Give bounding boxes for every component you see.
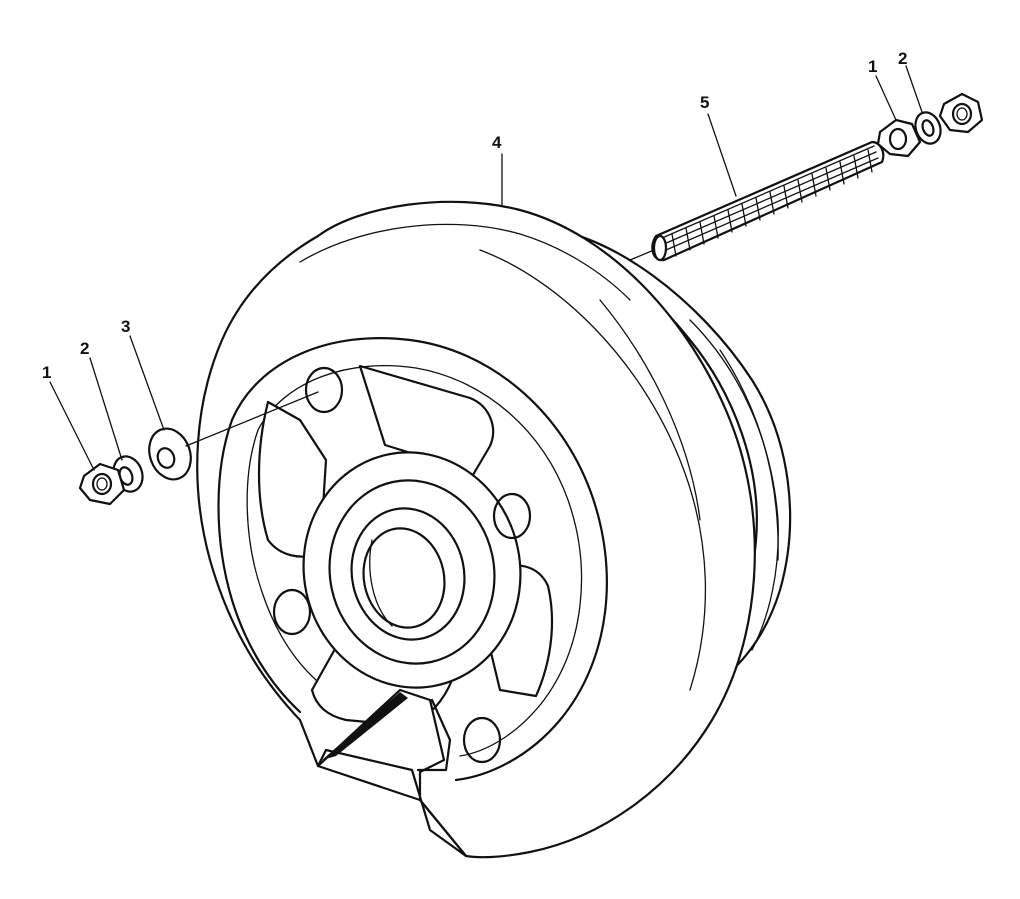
hub-boss-outer [302, 451, 522, 689]
right-hardware [876, 92, 984, 158]
bearing-bore-outer [350, 507, 466, 641]
bolt-hole-bottom [462, 716, 502, 764]
wheel-notch [316, 688, 468, 858]
label-wheel: 4 [492, 133, 502, 152]
label-lock-washer-left: 2 [80, 339, 89, 358]
label-lock-washer-right: 2 [898, 49, 907, 68]
hex-nut-right [876, 118, 922, 158]
hex-nut-left [78, 462, 126, 506]
wheel-notch-shadow [322, 692, 408, 760]
left-hardware [78, 391, 319, 506]
leader-lines [49, 65, 923, 471]
bearing-bore-inner [362, 527, 446, 629]
wheel-face-rim [230, 337, 608, 782]
threaded-stud [629, 140, 885, 262]
label-flat-washer: 3 [121, 317, 130, 336]
flat-washer [148, 427, 192, 481]
label-stud: 5 [700, 93, 709, 112]
label-nut-left: 1 [42, 363, 51, 382]
label-nut-right: 1 [868, 57, 877, 76]
bolt-hole-top [304, 366, 344, 414]
hub-boss-inner [328, 479, 496, 665]
bolt-hole-right [492, 492, 532, 540]
lock-washer-right [914, 111, 942, 145]
stud-threads [671, 149, 873, 257]
bolt-hole-left [272, 588, 312, 636]
hex-nut-outer [938, 92, 984, 134]
wheel-assembly [196, 200, 792, 859]
